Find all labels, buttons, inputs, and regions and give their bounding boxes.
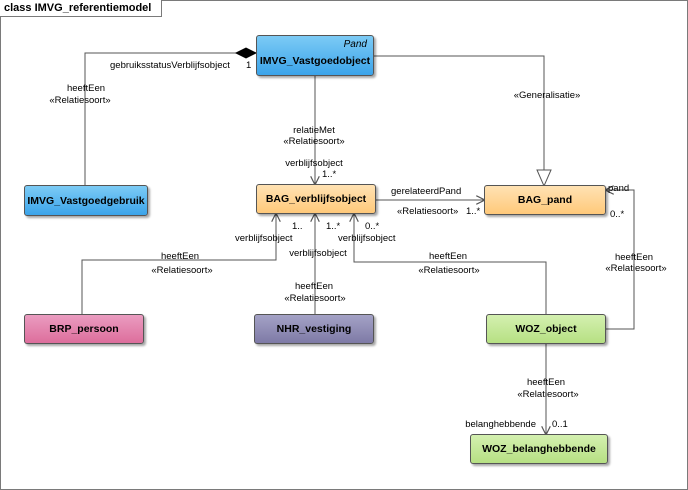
label-relatiesoort-vastgoedgebruik: «Relatiesoort»: [49, 95, 111, 106]
label-mult-belanghebbende: 0..1: [552, 419, 568, 430]
class-woz-belanghebbende[interactable]: WOZ_belanghebbende: [470, 434, 608, 464]
label-heefteen-vestiging: heeftEen: [294, 281, 334, 292]
label-heefteen-woz-pand: heeftEen: [614, 252, 654, 263]
label-mult-woz-verblijfsobject: 0..*: [365, 221, 380, 232]
label-mult-vestiging: 1..*: [326, 221, 341, 232]
label-relatiesoort-persoon: «Relatiesoort»: [151, 265, 213, 276]
label-mult-gerelateerdpand: 1..*: [466, 206, 481, 217]
class-bag-verblijfsobject[interactable]: BAG_verblijfsobject: [256, 184, 376, 214]
class-name: WOZ_object: [515, 323, 577, 335]
class-name: WOZ_belanghebbende: [482, 443, 596, 455]
label-gebruiksstatus-mult: 1: [246, 60, 252, 71]
label-relatiesoort-relatiemet: «Relatiesoort»: [283, 136, 345, 147]
label-gebruiksstatus-role: gebruiksstatusVerblijfsobject: [110, 60, 230, 71]
label-relatiesoort-vestiging: «Relatiesoort»: [284, 293, 346, 304]
class-name: BAG_verblijfsobject: [265, 193, 367, 205]
diagram-frame-title: class IMVG_referentiemodel: [0, 0, 163, 17]
connector-woz-verblijfsobject[interactable]: [354, 214, 547, 314]
label-pand-role: pand: [608, 183, 630, 194]
class-name: NHR_vestiging: [276, 323, 352, 335]
connector-vastgoedgebruik-composition[interactable]: [84, 52, 236, 185]
label-gerelateerdpand: gerelateerdPand: [391, 186, 462, 197]
label-verblijfsobject-role-vestiging: verblijfsobject: [289, 248, 347, 259]
label-heefteen-vastgoedgebruik: heeftEen: [66, 83, 106, 94]
label-relatiesoort-belanghebbende: «Relatiesoort»: [517, 389, 579, 400]
connector-woz-pand[interactable]: [606, 190, 635, 330]
class-imvg-vastgoedgebruik[interactable]: IMVG_Vastgoedgebruik: [24, 185, 148, 216]
label-relatiesoort-woz-pand: «Relatiesoort»: [605, 263, 667, 274]
connector-generalisatie[interactable]: [374, 55, 545, 170]
composition-diamond: [234, 47, 258, 59]
label-generalisatie: «Generalisatie»: [513, 90, 581, 101]
label-verblijfsobject-role-persoon: verblijfsobject: [235, 233, 293, 244]
label-mult-relatiemet: 1..*: [322, 169, 337, 180]
label-belanghebbende-role: belanghebbende: [465, 419, 536, 430]
label-relatiesoort-gerelateerdpand: «Relatiesoort»: [397, 206, 459, 217]
class-bag-pand[interactable]: BAG_pand: [484, 185, 606, 215]
label-mult-pand: 0..*: [610, 209, 625, 220]
label-verblijfsobject-role-woz: verblijfsobject: [338, 233, 396, 244]
label-relatiemet: relatieMet: [293, 125, 335, 136]
class-brp-persoon[interactable]: BRP_persoon: [24, 314, 144, 344]
label-heefteen-belanghebbende: heeftEen: [526, 377, 566, 388]
class-name: BRP_persoon: [49, 323, 119, 335]
label-relatiesoort-woz-verblijfsobject: «Relatiesoort»: [418, 265, 480, 276]
label-heefteen-persoon: heeftEen: [160, 251, 200, 262]
class-name: IMVG_Vastgoedgebruik: [27, 194, 145, 207]
class-name: IMVG_Vastgoedobject: [259, 54, 371, 67]
generalisation-triangle: [536, 169, 552, 188]
stereotype-label: Pand: [343, 39, 367, 50]
label-mult-persoon: 1..: [292, 221, 303, 232]
class-woz-object[interactable]: WOZ_object: [486, 314, 606, 344]
class-nhr-vestiging[interactable]: NHR_vestiging: [254, 314, 374, 344]
label-verblijfsobject-role-top: verblijfsobject: [285, 158, 343, 169]
label-heefteen-woz-verblijfsobject: heeftEen: [428, 251, 468, 262]
class-imvg-vastgoedobject[interactable]: Pand IMVG_Vastgoedobject: [256, 35, 374, 76]
connector-brp-persoon[interactable]: [81, 214, 276, 314]
class-name: BAG_pand: [517, 194, 573, 206]
